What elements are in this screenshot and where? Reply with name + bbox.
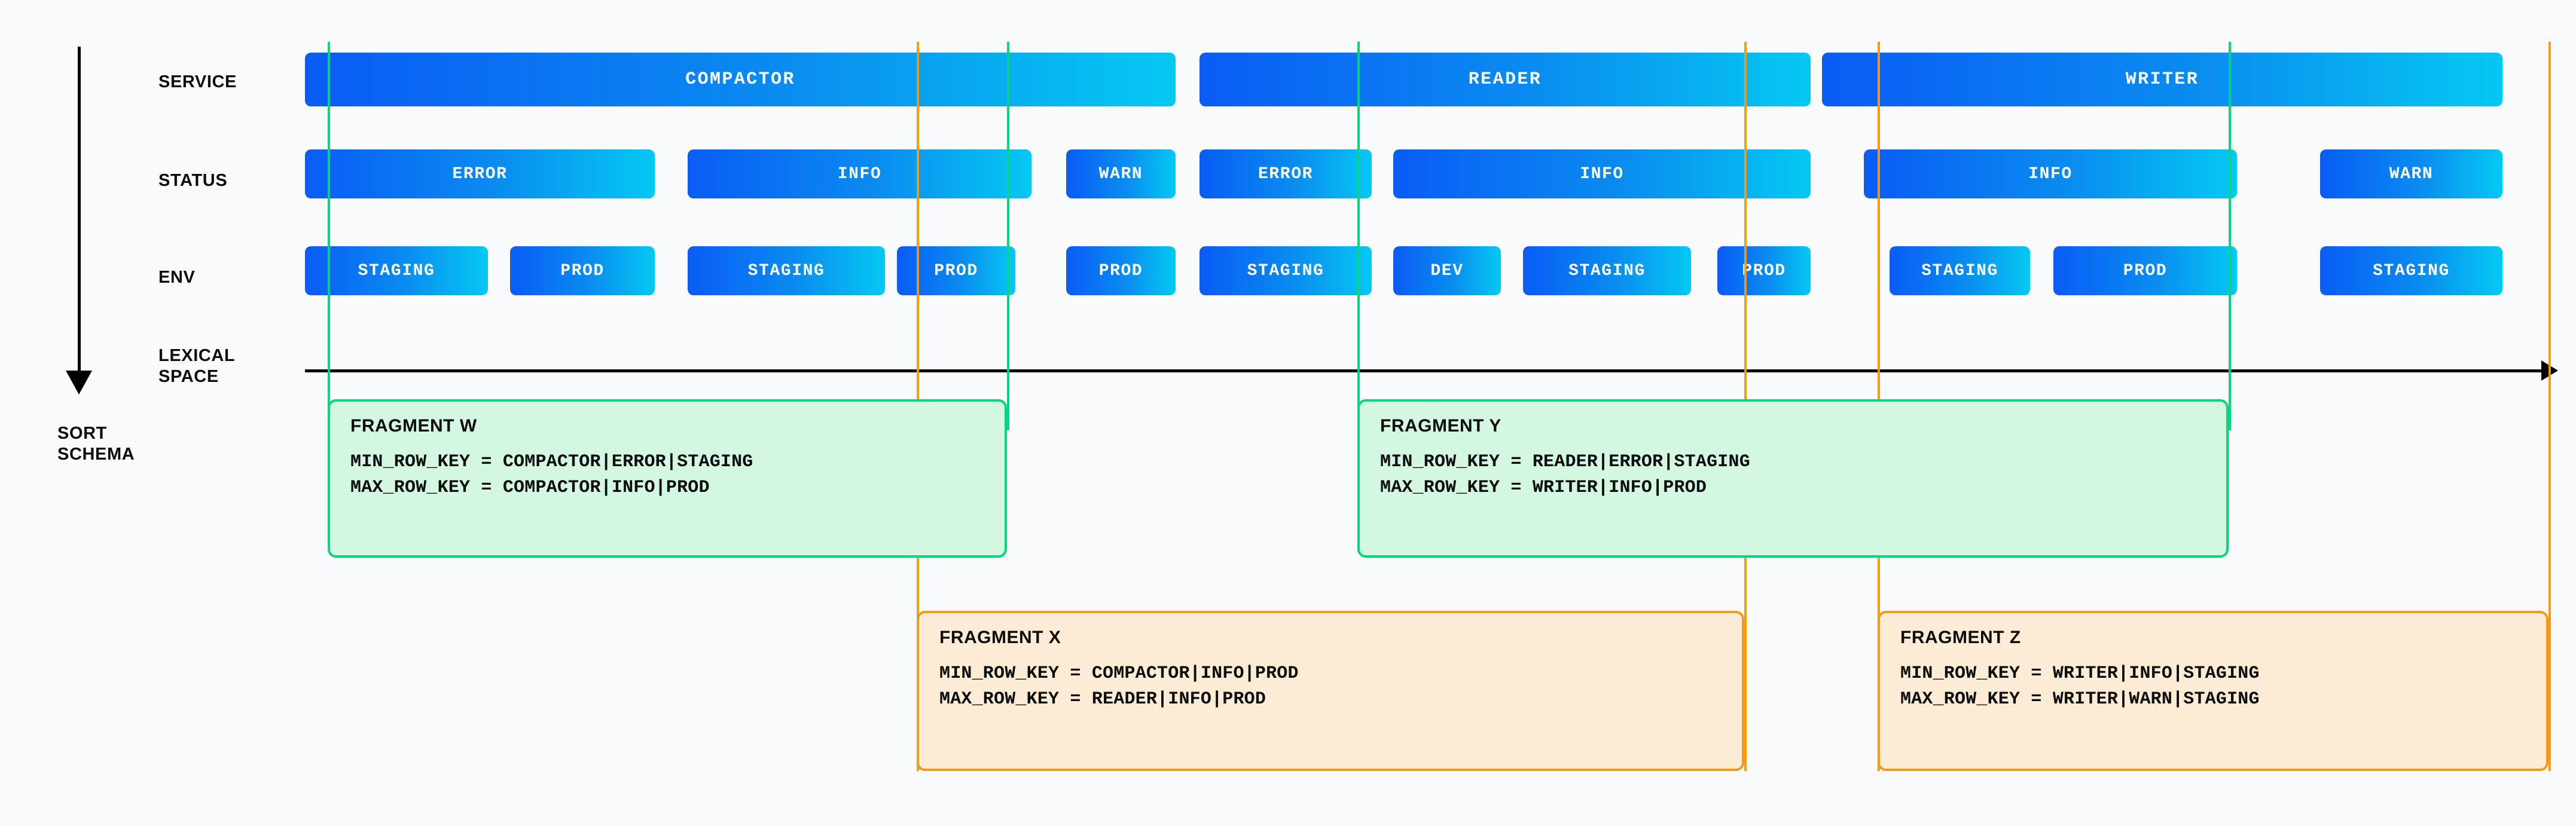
fragment-min-row-key: MIN_ROW_KEY = WRITER|INFO|STAGING [1900,663,2260,684]
status-chip-info[interactable]: INFO [1393,149,1811,198]
fragment-min-row-key: MIN_ROW_KEY = COMPACTOR|INFO|PROD [939,663,1299,684]
service-chip-writer[interactable]: WRITER [1822,53,2502,106]
chip-label: PROD [1098,261,1143,280]
chip-label: INFO [2028,164,2073,183]
chip-label: DEV [1430,261,1464,280]
boundary-marker-line [2229,42,2231,430]
chip-label: PROD [560,261,605,280]
service-chip-compactor[interactable]: COMPACTOR [305,53,1176,106]
fragment-card-w[interactable]: FRAGMENT W MIN_ROW_KEY = COMPACTOR|ERROR|… [328,399,1007,558]
env-chip-prod[interactable]: PROD [897,246,1015,295]
sort-schema-arrow-line [78,47,81,381]
status-chip-info[interactable]: INFO [688,149,1031,198]
chip-label: INFO [837,164,882,183]
status-chip-warn[interactable]: WARN [2320,149,2502,198]
status-chip-warn[interactable]: WARN [1066,149,1176,198]
chip-label: COMPACTOR [685,69,795,90]
chip-label: PROD [934,261,978,280]
chip-label: READER [1468,69,1542,90]
sort-schema-arrow-head-icon [66,371,92,394]
chip-label: STAGING [358,261,435,280]
row-label-lexical-space: LEXICAL SPACE [158,346,236,387]
fragment-min-row-key: MIN_ROW_KEY = READER|ERROR|STAGING [1380,452,1750,472]
chip-label: ERROR [1258,164,1313,183]
env-chip-prod[interactable]: PROD [1717,246,1811,295]
boundary-marker-line [2548,42,2551,771]
env-chip-staging[interactable]: STAGING [2320,246,2502,295]
status-chip-info[interactable]: INFO [1864,149,2237,198]
chip-label: INFO [1580,164,1624,183]
env-chip-staging[interactable]: STAGING [688,246,885,295]
chip-label: WARN [2389,164,2434,183]
boundary-marker-line [1007,42,1009,430]
chip-label: PROD [2123,261,2168,280]
chip-label: STAGING [1568,261,1646,280]
fragment-title: FRAGMENT Y [1380,416,1501,436]
chip-label: STAGING [2373,261,2450,280]
chip-label: WARN [1098,164,1143,183]
fragment-card-x[interactable]: FRAGMENT X MIN_ROW_KEY = COMPACTOR|INFO|P… [917,611,1744,771]
fragment-card-y[interactable]: FRAGMENT Y MIN_ROW_KEY = READER|ERROR|STA… [1357,399,2229,558]
env-chip-staging[interactable]: STAGING [1523,246,1691,295]
service-chip-reader[interactable]: READER [1200,53,1811,106]
status-chip-error[interactable]: ERROR [305,149,655,198]
fragment-title: FRAGMENT W [350,416,477,436]
chip-label: WRITER [2125,69,2199,90]
fragment-card-z[interactable]: FRAGMENT Z MIN_ROW_KEY = WRITER|INFO|STAG… [1878,611,2548,771]
boundary-marker-line [1357,42,1360,430]
fragment-max-row-key: MAX_ROW_KEY = WRITER|INFO|PROD [1380,477,1707,498]
chip-label: ERROR [452,164,508,183]
chip-label: STAGING [1247,261,1324,280]
fragment-title: FRAGMENT Z [1900,628,2021,647]
fragment-max-row-key: MAX_ROW_KEY = READER|INFO|PROD [939,689,1266,709]
env-chip-staging[interactable]: STAGING [305,246,488,295]
fragment-max-row-key: MAX_ROW_KEY = COMPACTOR|INFO|PROD [350,477,710,498]
env-chip-staging[interactable]: STAGING [1890,246,2030,295]
chip-label: PROD [1742,261,1786,280]
lexical-space-axis-line [305,369,2541,372]
chip-label: STAGING [747,261,825,280]
row-label-status: STATUS [158,171,228,190]
fragment-max-row-key: MAX_ROW_KEY = WRITER|WARN|STAGING [1900,689,2260,709]
fragment-title: FRAGMENT X [939,628,1061,647]
env-chip-prod[interactable]: PROD [510,246,655,295]
boundary-marker-line [328,42,330,430]
env-chip-dev[interactable]: DEV [1393,246,1501,295]
fragment-min-row-key: MIN_ROW_KEY = COMPACTOR|ERROR|STAGING [350,452,753,472]
env-chip-prod[interactable]: PROD [2053,246,2237,295]
row-label-service: SERVICE [158,72,237,91]
chip-label: STAGING [1921,261,1998,280]
row-label-env: ENV [158,268,196,287]
env-chip-prod[interactable]: PROD [1066,246,1176,295]
status-chip-error[interactable]: ERROR [1200,149,1372,198]
sort-schema-label: SORT SCHEMA [57,424,135,464]
env-chip-staging[interactable]: STAGING [1200,246,1372,295]
